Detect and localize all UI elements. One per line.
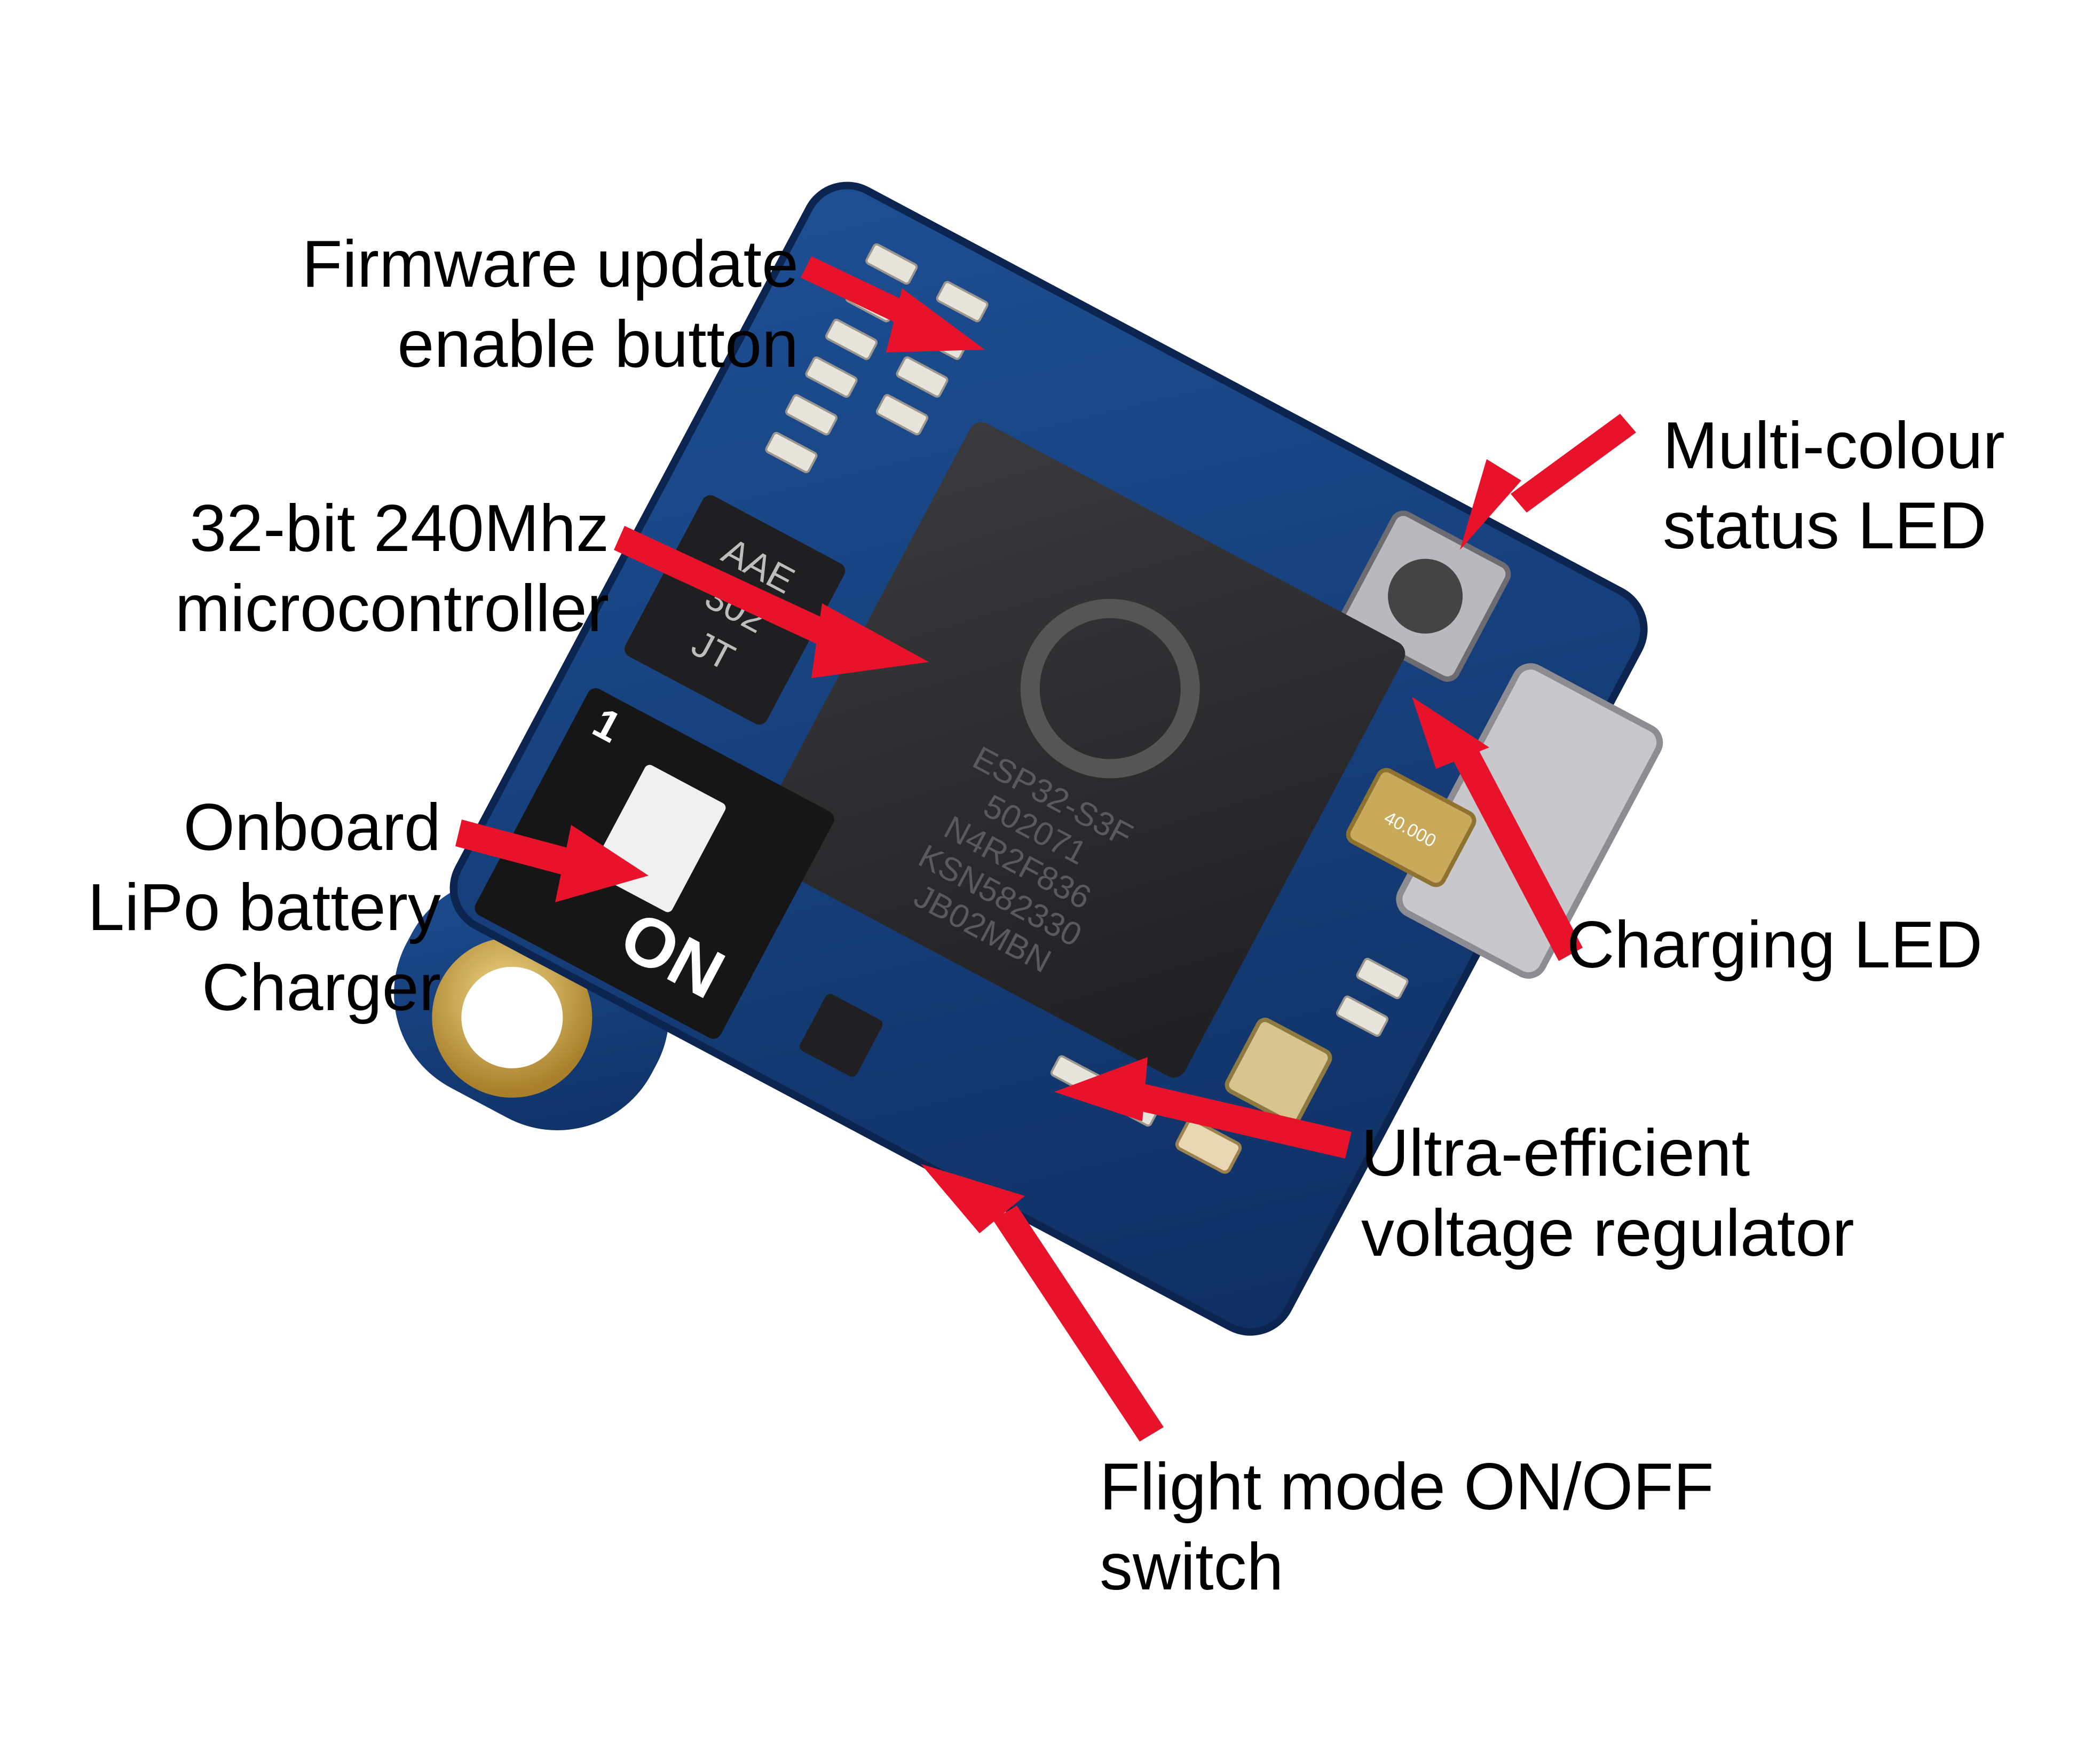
annotation-arrows — [455, 256, 1636, 1442]
label-mcu: 32-bit 240Mhz microcontroller — [175, 492, 609, 645]
label-charging-led: Charging LED — [1567, 908, 1983, 982]
voltage-regulator — [800, 994, 883, 1077]
arrow-charging-led — [1412, 697, 1583, 961]
label-switch: Flight mode ON/OFF switch — [1100, 1450, 1714, 1604]
label-firmware: Firmware update enable button — [302, 227, 799, 381]
usb-connector — [1396, 663, 1663, 979]
label-charger: Onboard LiPo battery Charger — [88, 791, 441, 1025]
label-status-led: Multi-colour status LED — [1663, 409, 2005, 563]
crystal-oscillator: 40.000 — [1346, 768, 1476, 887]
arrow-mcu — [614, 526, 929, 678]
status-led — [1225, 1018, 1332, 1125]
label-regulator: Ultra-efficient voltage regulator — [1361, 1116, 1854, 1270]
arrow-firmware — [801, 256, 985, 352]
arrow-status-led — [1460, 414, 1636, 550]
arrow-charger — [455, 820, 649, 902]
esp32-chip: ESP32-S3F 502071 N4R2F836 KSN582330 JB02… — [750, 422, 1405, 1078]
arrow-switch — [921, 1164, 1164, 1442]
charging-led — [1175, 1118, 1242, 1174]
arrow-regulator — [1054, 1057, 1352, 1159]
